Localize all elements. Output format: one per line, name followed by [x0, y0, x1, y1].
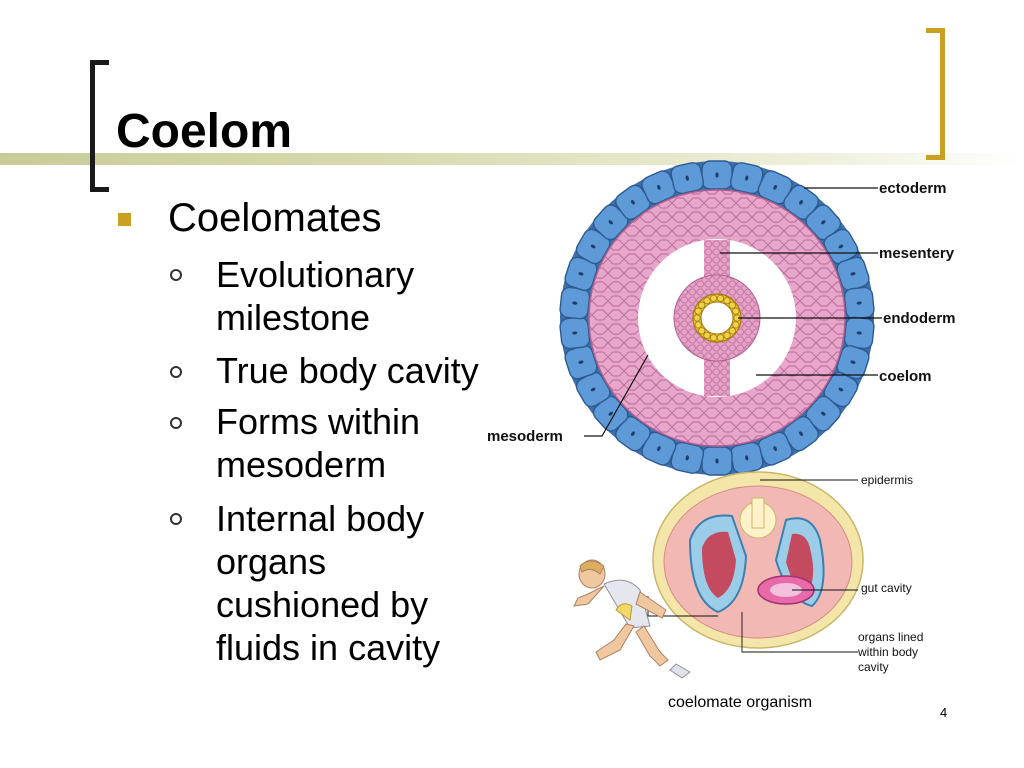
subbullet-4-line-3: cushioned by: [216, 584, 429, 625]
subbullet-4-line-4: fluids in cavity: [216, 627, 441, 668]
ectoderm-cell: [559, 316, 591, 350]
endoderm-cell: [732, 307, 740, 315]
endoderm-cell: [716, 294, 725, 302]
title-band: [0, 153, 1024, 165]
label-organs-line2: within body: [857, 645, 918, 659]
endoderm-cell: [703, 297, 711, 305]
endoderm-cell: [723, 331, 731, 339]
right-bracket-decoration: [926, 28, 945, 160]
ectoderm-cell: [559, 286, 591, 320]
circle-bullet-icon: [170, 269, 182, 281]
coelomate-cross-section: ectoderm mesentery endoderm coelom mesod…: [487, 160, 956, 476]
ectoderm-cell: [615, 184, 651, 220]
subbullet-2-line-1: True body cavity: [216, 350, 479, 391]
left-bracket-decoration: [90, 60, 109, 192]
endoderm-cell: [698, 301, 706, 309]
subbullet-1-line-2: milestone: [216, 297, 371, 338]
ectoderm-cell: [729, 441, 764, 474]
label-mesoderm: mesoderm: [487, 428, 563, 445]
subbullet-1-line-1: Evolutionary: [216, 254, 415, 295]
label-mesentery: mesentery: [879, 245, 955, 262]
subbullet-3-line-1: Forms within: [216, 401, 421, 442]
diagram-caption: coelomate organism: [668, 694, 812, 711]
endoderm-cells: [693, 294, 741, 342]
endoderm-cell: [703, 331, 711, 339]
endoderm-cell: [709, 294, 718, 302]
endoderm-cell: [728, 301, 736, 309]
circle-bullet-icon: [170, 513, 182, 525]
endoderm-cell: [728, 327, 736, 335]
subbullet-3-line-2: mesoderm: [216, 444, 387, 485]
subbullet-4-line-2: organs: [216, 541, 327, 582]
body-cross-section: epidermis gut cavity organs lined within…: [647, 471, 923, 674]
bullet-coelomates: Coelomates: [168, 196, 382, 240]
endoderm-cell: [694, 321, 702, 329]
ectoderm-cell: [670, 441, 705, 474]
ectoderm-cell: [701, 446, 733, 476]
circle-bullet-icon: [170, 417, 182, 429]
circle-bullet-icon: [170, 366, 182, 378]
label-organs-line3: cavity: [858, 660, 889, 674]
subbullet-4-line-1: Internal body: [216, 498, 425, 539]
gut-lumen: [700, 301, 734, 335]
ectoderm-cell: [836, 344, 870, 380]
ectoderm-cell: [670, 162, 705, 195]
label-endoderm: endoderm: [883, 310, 956, 327]
endoderm-cell: [693, 314, 701, 322]
endoderm-cell: [723, 297, 731, 305]
label-organs-line1: organs lined: [858, 630, 923, 644]
running-figure-illustration: [573, 559, 691, 679]
label-ectoderm: ectoderm: [879, 180, 947, 197]
endoderm-cell: [732, 321, 740, 329]
ectoderm-cells: [559, 160, 875, 476]
slide-title: Coelom: [116, 105, 293, 158]
ectoderm-cell: [843, 286, 875, 320]
endoderm-cell: [709, 334, 718, 342]
label-epidermis: epidermis: [861, 473, 913, 487]
ectoderm-cell: [564, 344, 598, 380]
page-number: 4: [940, 705, 948, 720]
square-bullet-icon: [118, 213, 131, 226]
ectoderm-cell: [575, 228, 611, 265]
endoderm-cell: [716, 334, 725, 342]
ectoderm-cell: [843, 316, 875, 350]
label-gut-cavity: gut cavity: [861, 581, 912, 595]
endoderm-cell: [694, 307, 702, 315]
endoderm-cell: [698, 327, 706, 335]
label-coelom: coelom: [879, 368, 932, 385]
ectoderm-cell: [701, 160, 733, 190]
